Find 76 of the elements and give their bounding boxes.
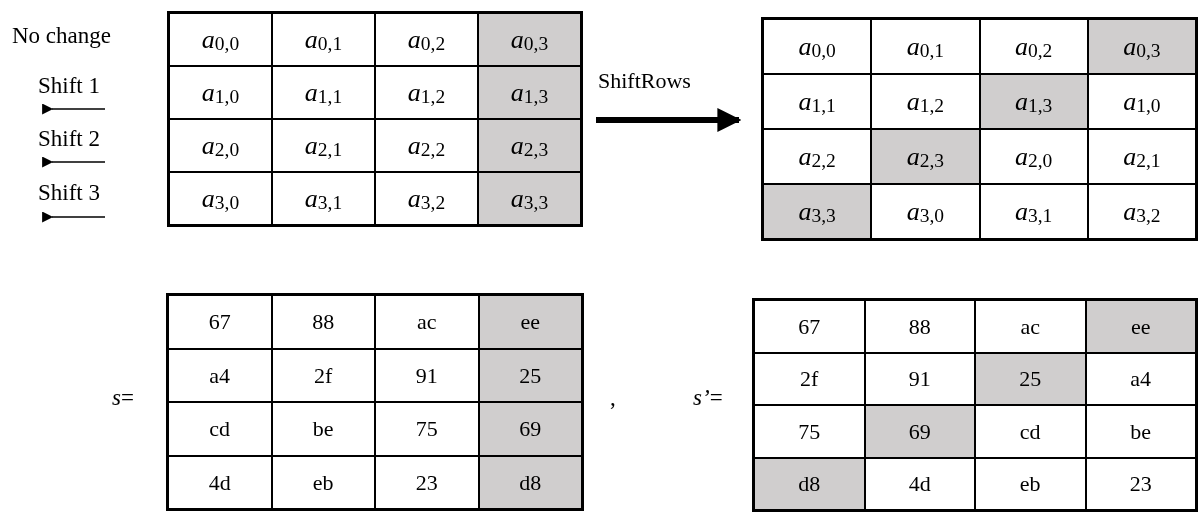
table-cell: a$_{3,0}$ [871, 184, 980, 239]
table-cell: 75 [375, 402, 479, 456]
matrix-table [752, 298, 1198, 512]
table-cell: a$_{0,2}$ [979, 19, 1088, 74]
table-cell: a$_{3,0}$ [169, 172, 272, 225]
table-cell: eb [271, 455, 375, 509]
table-cell: 67 [168, 295, 272, 349]
table-cell: a$_{0,2}$ [375, 13, 478, 66]
table-cell: a$_{0,0}$ [169, 13, 272, 66]
table-cell: be [271, 402, 375, 456]
table-cell: a4 [1085, 352, 1196, 405]
table-cell: 23 [1085, 457, 1196, 510]
table-cell: 91 [864, 352, 975, 405]
row-label: No change [12, 24, 111, 47]
table-cell: a$_{0,1}$ [871, 19, 980, 74]
table-cell: a$_{1,3}$ [979, 74, 1088, 129]
table-cell: a$_{3,3}$ [478, 172, 581, 225]
table-cell: a$_{1,0}$ [169, 66, 272, 119]
table-cell: a$_{2,3}$ [478, 119, 581, 172]
table-cell: a$_{0,3}$ [478, 13, 581, 66]
table-cell: 2f [754, 352, 865, 405]
table-cell: 75 [754, 405, 865, 458]
row-label: , [610, 386, 616, 409]
table-cell: 88 [864, 300, 975, 353]
table-cell: a$_{3,3}$ [763, 184, 872, 239]
table-cell: a$_{1,2}$ [375, 66, 478, 119]
table-cell: a4 [168, 348, 272, 402]
table-cell: 91 [375, 348, 479, 402]
table-cell: ee [1085, 300, 1196, 353]
table-cell: a$_{1,0}$ [1087, 74, 1196, 129]
table-cell: 67 [754, 300, 865, 353]
table-cell: a$_{2,1}$ [1087, 129, 1196, 184]
table-cell: a$_{1,2}$ [871, 74, 980, 129]
table-cell: a$_{2,2}$ [763, 129, 872, 184]
table-cell: a$_{2,0}$ [979, 129, 1088, 184]
table-cell: a$_{3,2}$ [1087, 184, 1196, 239]
table-cell: a$_{1,3}$ [478, 66, 581, 119]
table-cell: 69 [478, 402, 582, 456]
table-cell: a$_{2,3}$ [871, 129, 980, 184]
table-cell: a$_{2,1}$ [272, 119, 375, 172]
table-cell: a$_{3,1}$ [979, 184, 1088, 239]
table-cell: ac [975, 300, 1086, 353]
row-label: s’= [693, 386, 723, 409]
matrix-table [761, 17, 1198, 241]
table-cell: eb [975, 457, 1086, 510]
table-cell: cd [168, 402, 272, 456]
table-cell: a$_{3,1}$ [272, 172, 375, 225]
table-cell: a$_{2,2}$ [375, 119, 478, 172]
table-cell: 88 [271, 295, 375, 349]
table-cell: a$_{1,1}$ [272, 66, 375, 119]
table-cell: a$_{3,2}$ [375, 172, 478, 225]
table-cell: 4d [864, 457, 975, 510]
table-cell: 25 [975, 352, 1086, 405]
row-label: Shift 1 [38, 74, 100, 97]
table-cell: 4d [168, 455, 272, 509]
table-cell: d8 [754, 457, 865, 510]
table-cell: ac [375, 295, 479, 349]
matrix-table [166, 293, 584, 511]
matrix-table [167, 11, 583, 227]
table-cell: be [1085, 405, 1196, 458]
arrow [596, 108, 742, 132]
table-cell: a$_{0,1}$ [272, 13, 375, 66]
table-cell: a$_{2,0}$ [169, 119, 272, 172]
table-cell: a$_{0,3}$ [1087, 19, 1196, 74]
row-label: Shift 3 [38, 181, 100, 204]
table-cell: a$_{1,1}$ [763, 74, 872, 129]
table-cell: 69 [864, 405, 975, 458]
table-cell: 25 [478, 348, 582, 402]
table-cell: cd [975, 405, 1086, 458]
row-label: Shift 2 [38, 127, 100, 150]
table-cell: 2f [271, 348, 375, 402]
table-cell: 23 [375, 455, 479, 509]
table-cell: d8 [478, 455, 582, 509]
row-label: s= [112, 386, 134, 409]
table-cell: ee [478, 295, 582, 349]
table-cell: a$_{0,0}$ [763, 19, 872, 74]
